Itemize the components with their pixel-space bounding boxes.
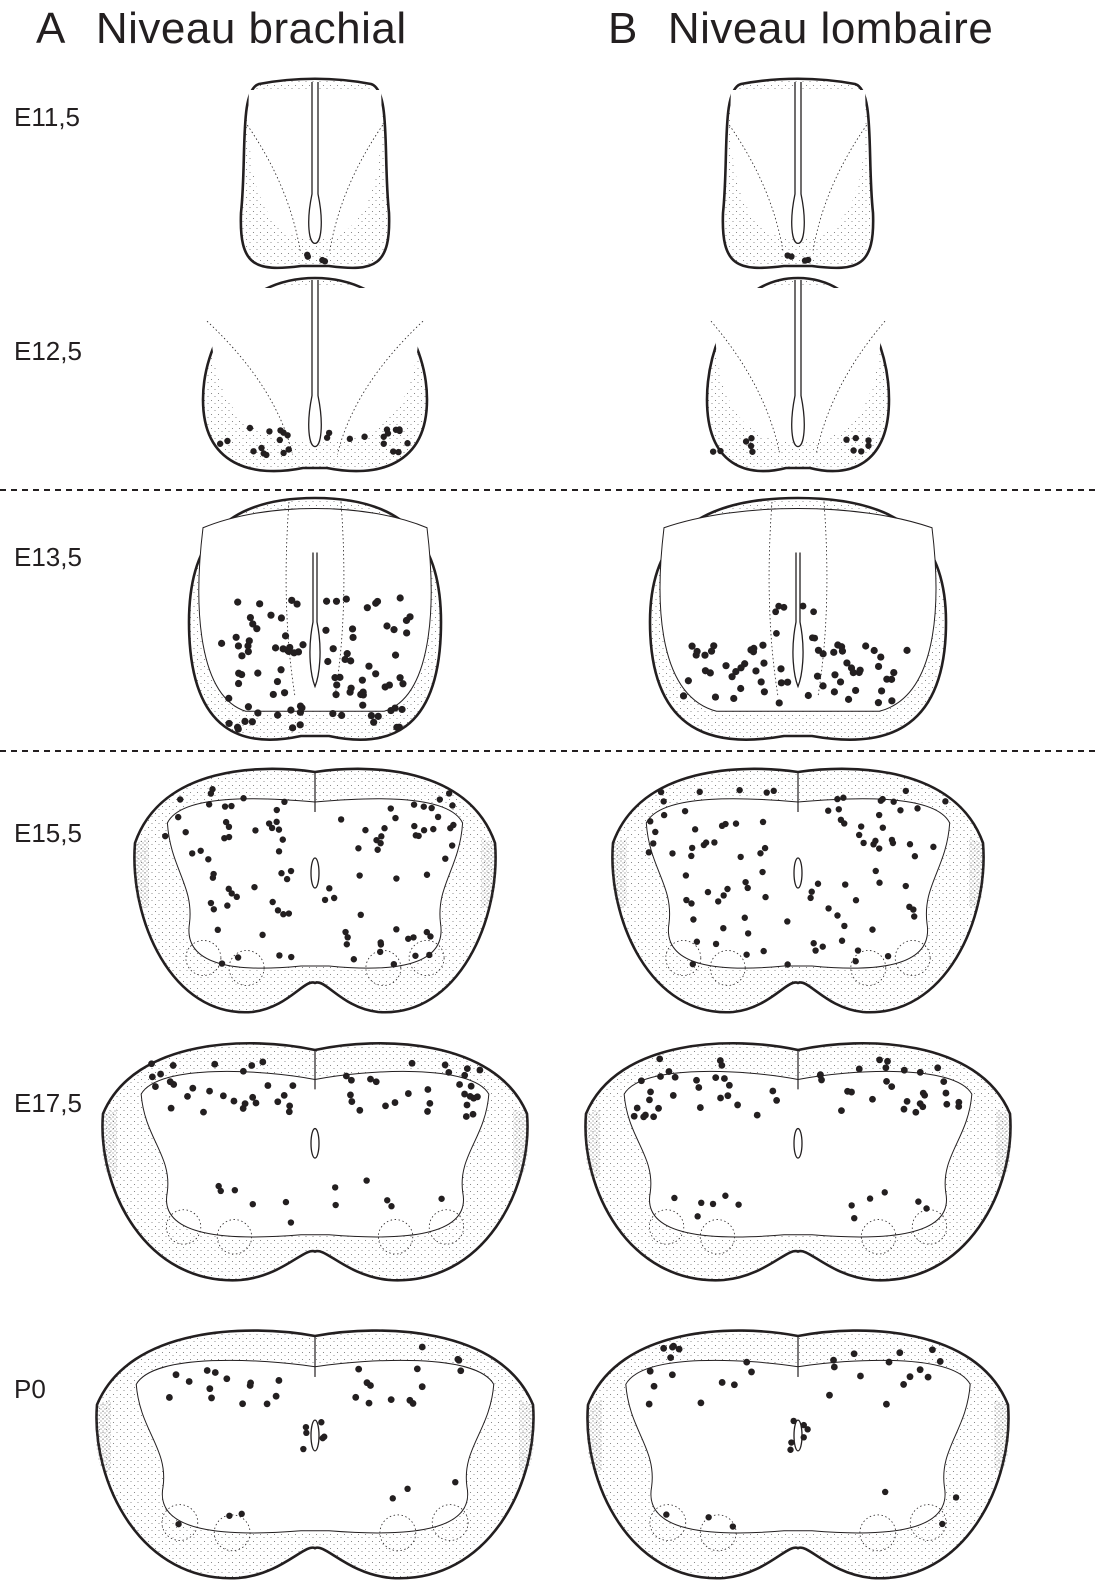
section-p0-a xyxy=(96,1331,534,1579)
section-e17-5-a xyxy=(102,1043,528,1280)
section-e12-5-b xyxy=(707,278,889,471)
section-e15-5-a xyxy=(134,769,496,1012)
section-e15-5-b xyxy=(612,769,984,1012)
section-p0-b xyxy=(587,1331,1009,1579)
section-e11-5-b xyxy=(723,79,873,268)
section-e12-5-a xyxy=(203,278,427,471)
section-e17-5-b xyxy=(585,1043,1011,1280)
section-e11-5-a xyxy=(241,79,389,268)
section-e13-5-a xyxy=(189,498,441,740)
section-e13-5-b xyxy=(650,498,946,740)
